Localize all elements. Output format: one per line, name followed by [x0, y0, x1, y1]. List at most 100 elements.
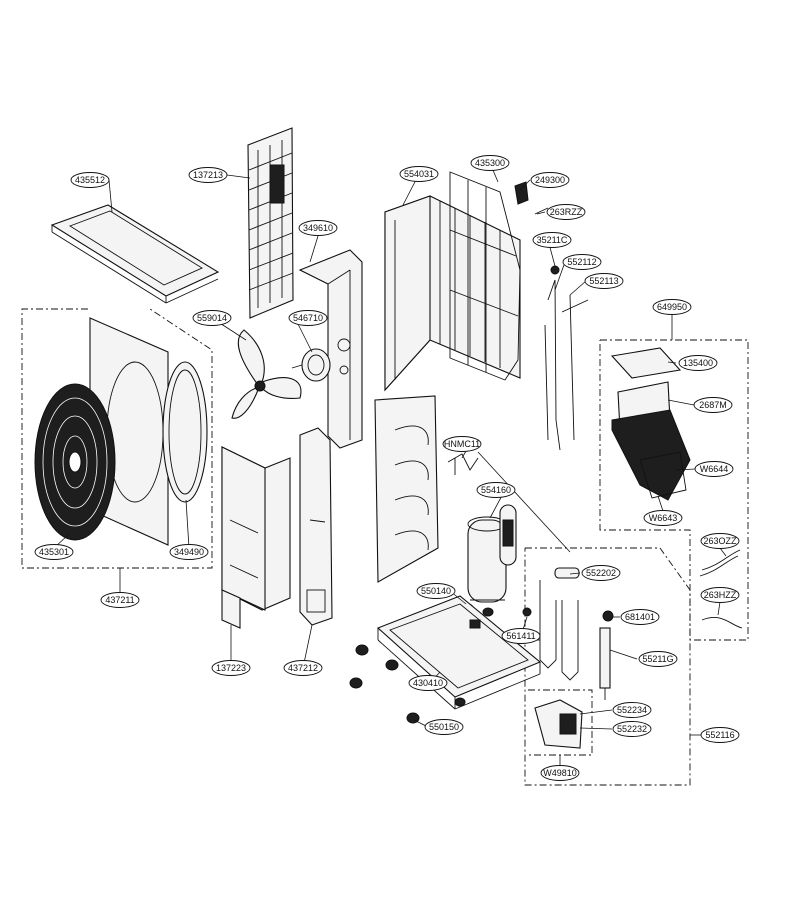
fan-motor-part	[291, 348, 331, 382]
part-number-label: 561411	[506, 631, 535, 641]
valve-group-boundary	[524, 547, 691, 786]
callout-oval	[416, 583, 456, 599]
part-number-label: W6643	[649, 513, 678, 523]
callout-135400: 135400	[678, 355, 718, 371]
callout-552232: 552232	[612, 721, 652, 737]
callout-w49810: W49810	[540, 765, 580, 781]
part-number-label: 137213	[193, 170, 223, 180]
callout-oval	[169, 544, 209, 560]
callout-oval	[700, 727, 740, 743]
part-number-label: 554160	[481, 485, 511, 495]
control-box-part	[610, 347, 691, 501]
callout-oval	[540, 765, 580, 781]
part-number-label: 552113	[589, 276, 618, 286]
part-number-label: W6644	[700, 464, 729, 474]
sensor-cables-part	[699, 549, 743, 629]
callout-554160: 554160	[476, 482, 516, 498]
rear-grille-part	[247, 127, 294, 319]
callout-oval	[652, 299, 692, 315]
part-number-label: 649950	[657, 302, 687, 312]
part-number-label: 435512	[75, 175, 105, 185]
part-number-label: 349490	[174, 547, 204, 557]
callout-137213: 137213	[188, 167, 228, 183]
motor-mount-part	[298, 249, 363, 449]
part-number-label: 552112	[567, 257, 596, 267]
part-number-label: 681401	[625, 612, 655, 622]
part-number-label: 2687M	[699, 400, 727, 410]
callout-oval	[192, 310, 232, 326]
part-number-label: 263HZZ	[704, 590, 737, 600]
rear-wire-guard-part	[449, 171, 521, 381]
callout-oval	[211, 660, 251, 676]
callout-55211g: 55211G	[638, 651, 678, 667]
part-number-label: 552116	[705, 730, 734, 740]
callout-oval	[694, 461, 734, 477]
callout-435301: 435301	[34, 544, 74, 560]
callout-oval	[283, 660, 323, 676]
callout-550140: 550140	[416, 583, 456, 599]
part-number-label: 55211G	[642, 654, 673, 664]
part-number-label: 546710	[293, 313, 323, 323]
callout-oval	[612, 702, 652, 718]
callout-oval	[501, 628, 541, 644]
callout-oval	[530, 172, 570, 188]
part-number-label: 349610	[303, 223, 333, 233]
callout-oval	[100, 592, 140, 608]
part-number-label: 552232	[617, 724, 647, 734]
valve-plate-part	[534, 699, 583, 749]
callout-349490: 349490	[169, 544, 209, 560]
fan-guard-part	[34, 383, 116, 541]
callout-oval	[638, 651, 678, 667]
callout-552234: 552234	[612, 702, 652, 718]
callout-435300: 435300	[470, 155, 510, 171]
callout-oval	[562, 254, 602, 270]
condenser-coil-part	[384, 195, 521, 392]
callout-oval	[408, 675, 448, 691]
part-number-label: 135400	[683, 358, 713, 368]
fan-group-boundary	[21, 308, 213, 569]
callout-546710: 546710	[288, 310, 328, 326]
part-number-label: 559014	[197, 313, 227, 323]
part-number-label: 552202	[586, 568, 616, 578]
part-number-label: 552234	[617, 705, 647, 715]
callout-oval	[693, 397, 733, 413]
base-pan-part	[376, 595, 542, 710]
callout-559014: 559014	[192, 310, 232, 326]
part-number-label: 435300	[475, 158, 505, 168]
callout-oval	[700, 587, 740, 603]
callout-552116: 552116	[700, 727, 740, 743]
part-number-label: 437212	[288, 663, 318, 673]
callout-430410: 430410	[408, 675, 448, 691]
part-number-label: 137223	[216, 663, 246, 673]
callout-oval	[34, 544, 74, 560]
callout-552113: 552113	[584, 273, 624, 289]
callout-oval	[298, 220, 338, 236]
part-number-label: 430410	[413, 678, 443, 688]
shroud-ring-part	[162, 361, 208, 503]
callout-oval	[188, 167, 228, 183]
callout-oval	[470, 155, 510, 171]
callout-263ozz: 263OZZ	[700, 533, 740, 549]
part-drawings	[34, 127, 743, 749]
top-cover-part	[50, 204, 220, 304]
part-number-label: 249300	[535, 175, 565, 185]
callout-649950: 649950	[652, 299, 692, 315]
callout-681401: 681401	[620, 609, 660, 625]
partition-panel-part	[374, 395, 439, 583]
part-number-label: 263OZZ	[703, 536, 737, 546]
callout-435512: 435512	[70, 172, 110, 188]
reversing-valve-part	[528, 567, 580, 681]
compressor-bracket-part	[447, 453, 479, 475]
service-panel-part	[299, 427, 333, 626]
callout-2687m: 2687M	[693, 397, 733, 413]
part-number-label: HNMC11	[444, 439, 480, 449]
callout-oval	[399, 166, 439, 182]
callout-oval	[424, 719, 464, 735]
callout-552112: 552112	[562, 254, 602, 270]
part-number-label: 263RZZ	[550, 207, 583, 217]
callout-oval	[442, 436, 482, 452]
side-panel-part	[221, 446, 291, 629]
bracket-part	[514, 181, 549, 215]
service-valve-part	[599, 610, 614, 700]
callout-437211: 437211	[100, 592, 140, 608]
